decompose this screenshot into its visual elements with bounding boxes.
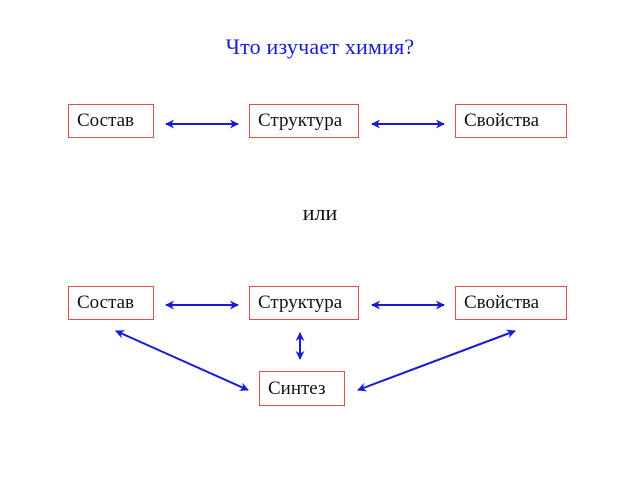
node-label: Структура — [258, 292, 343, 313]
node-label: Структура — [258, 110, 343, 131]
page-title: Что изучает химия? — [225, 34, 415, 59]
node-properties-top: Свойства — [455, 104, 567, 138]
node-structure-bottom: Структура — [249, 286, 359, 320]
node-label: Свойства — [464, 292, 540, 313]
node-structure-top: Структура — [249, 104, 359, 138]
node-composition-top: Состав — [68, 104, 154, 138]
separator-text: или — [302, 200, 338, 225]
node-properties-bottom: Свойства — [455, 286, 567, 320]
node-label: Состав — [77, 110, 135, 131]
arrow-composition-synthesis — [115, 330, 249, 391]
node-synthesis: Синтез — [259, 371, 345, 406]
node-label: Состав — [77, 292, 135, 313]
node-label: Свойства — [464, 110, 540, 131]
node-label: Синтез — [268, 377, 326, 399]
node-composition-bottom: Состав — [68, 286, 154, 320]
arrow-properties-synthesis — [357, 329, 516, 392]
